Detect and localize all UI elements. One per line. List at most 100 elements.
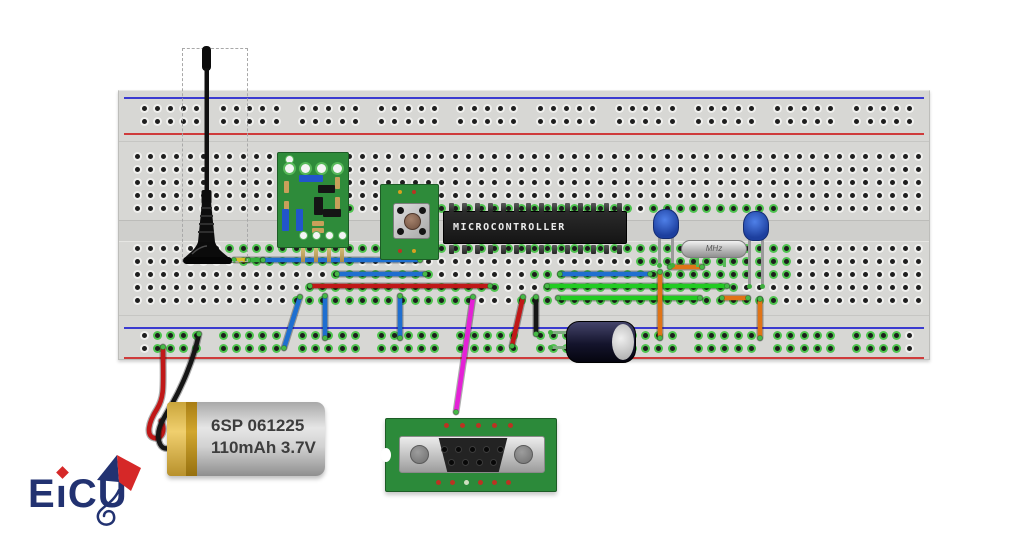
breadboard-hole [299, 332, 305, 338]
breadboard-hole [181, 105, 187, 111]
breadboard-hole [770, 258, 776, 264]
breadboard-hole [783, 297, 789, 303]
antenna-base [184, 242, 230, 259]
breadboard-hole [134, 271, 140, 277]
breadboard-hole [187, 153, 193, 159]
breadboard-hole [320, 297, 325, 303]
breadboard-hole [677, 258, 683, 264]
crystal-label: MHz [705, 244, 723, 253]
breadboard-hole [134, 166, 140, 172]
breadboard-hole [505, 245, 511, 251]
breadboard-hole [836, 153, 842, 159]
breadboard-hole [253, 205, 259, 211]
breadboard-hole [585, 284, 590, 290]
breadboard-hole [863, 153, 869, 159]
breadboard-hole [730, 258, 736, 264]
breadboard-hole [797, 284, 802, 290]
breadboard-hole [770, 166, 776, 172]
rf-resistor [335, 177, 340, 189]
breadboard-hole [518, 205, 524, 211]
breadboard-hole [850, 179, 855, 185]
breadboard-hole [677, 179, 683, 185]
breadboard-hole [386, 179, 392, 185]
breadboard-hole [863, 179, 869, 185]
breadboard-hole [656, 345, 662, 351]
rf-hole [286, 156, 293, 163]
breadboard-hole [333, 297, 339, 303]
breadboard-hole [147, 271, 153, 277]
breadboard-hole [916, 284, 922, 290]
breadboard-hole [850, 192, 855, 198]
breadboard-hole [439, 284, 445, 290]
breadboard-hole [624, 166, 630, 172]
capacitor-lead [748, 238, 751, 287]
breadboard-hole [775, 118, 781, 124]
breadboard-hole [611, 166, 617, 172]
breadboard-hole [200, 179, 206, 185]
breadboard-hole [167, 105, 173, 111]
breadboard-hole [823, 192, 829, 198]
breadboard-hole [876, 153, 882, 159]
breadboard-hole [214, 179, 219, 185]
breadboard-hole [638, 205, 643, 211]
breadboard-hole [352, 332, 358, 338]
breadboard-hole [669, 105, 675, 111]
mcu-pin [474, 203, 480, 212]
rf-capacitor [282, 209, 289, 231]
rf-ic [323, 209, 341, 217]
mcu-pin [552, 203, 558, 212]
breadboard-hole [916, 205, 922, 211]
breadboard-hole [638, 153, 643, 159]
mcu-pin [616, 245, 622, 254]
breadboard-hole [916, 271, 922, 277]
breadboard-hole [638, 258, 643, 264]
breadboard-hole [293, 297, 299, 303]
breadboard-hole [783, 166, 789, 172]
breadboard-hole [730, 179, 736, 185]
breadboard-hole [664, 297, 670, 303]
breadboard-hole [333, 258, 339, 264]
breadboard-hole [532, 271, 537, 277]
breadboard-hole [850, 166, 855, 172]
breadboard-hole [823, 179, 829, 185]
breadboard-hole [214, 271, 219, 277]
breadboard-hole [187, 297, 193, 303]
breadboard-hole [280, 297, 286, 303]
breadboard-hole [359, 297, 365, 303]
crystal-oscillator: MHz [681, 240, 747, 258]
breadboard-hole [452, 192, 458, 198]
breadboard-hole [280, 271, 286, 277]
breadboard-hole [783, 205, 789, 211]
breadboard-hole [200, 153, 206, 159]
breadboard-hole [876, 271, 882, 277]
breadboard-hole [783, 245, 789, 251]
rf-resistor [312, 228, 324, 233]
rf-hole [300, 232, 307, 239]
breadboard-hole [695, 118, 701, 124]
breadboard-hole [558, 284, 564, 290]
breadboard-hole [677, 271, 683, 277]
breadboard-hole [788, 118, 794, 124]
breadboard-hole [359, 205, 365, 211]
breadboard-hole [484, 105, 490, 111]
breadboard-hole [134, 205, 140, 211]
breadboard-hole [585, 271, 590, 277]
rf-resistor [335, 197, 340, 209]
breadboard-hole [187, 271, 193, 277]
breadboard-hole [757, 297, 763, 303]
breadboard-hole [174, 166, 180, 172]
breadboard-hole [187, 245, 193, 251]
breadboard-hole [418, 105, 424, 111]
push-button-base [393, 203, 430, 239]
breadboard-hole [717, 179, 723, 185]
breadboard-hole [161, 258, 166, 264]
breadboard-hole [783, 284, 789, 290]
breadboard-hole [545, 245, 551, 251]
breadboard-hole [532, 258, 537, 264]
breadboard-hole [346, 153, 352, 159]
rf-hole [313, 232, 320, 239]
breadboard-hole [497, 345, 503, 351]
breadboard-hole [326, 332, 332, 338]
breadboard-hole [187, 166, 193, 172]
breadboard-hole [730, 192, 736, 198]
